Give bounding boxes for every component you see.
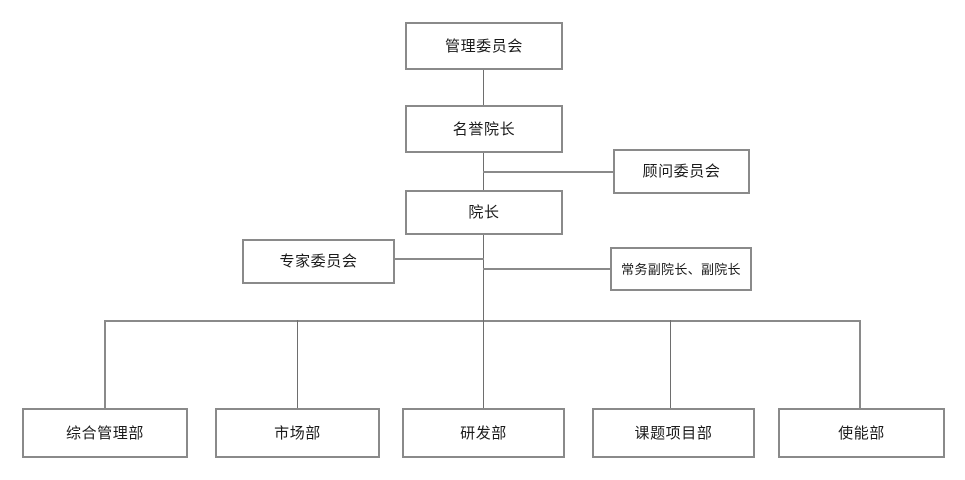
- connector-expert-to-spine: [395, 258, 484, 260]
- node-advisory-committee[interactable]: 顾问委员会: [613, 149, 750, 194]
- node-expert-committee[interactable]: 专家委员会: [242, 239, 395, 284]
- node-label: 市场部: [274, 424, 321, 442]
- connector-president-to-bus: [483, 235, 484, 322]
- node-management-committee[interactable]: 管理委员会: [405, 22, 563, 70]
- connector-spine-to-vice-presidents: [483, 268, 610, 270]
- node-label: 课题项目部: [634, 424, 713, 442]
- connector-drop-marketing: [297, 320, 298, 408]
- node-label: 顾问委员会: [642, 163, 721, 180]
- node-president[interactable]: 院长: [405, 190, 563, 235]
- node-department-research-dev[interactable]: 研发部: [402, 408, 565, 458]
- node-department-general-management[interactable]: 综合管理部: [22, 408, 188, 458]
- node-department-project-topics[interactable]: 课题项目部: [592, 408, 755, 458]
- connector-management-to-honorary: [483, 70, 484, 105]
- connector-drop-project-topics: [670, 320, 671, 408]
- connector-spine-to-advisory: [483, 171, 613, 173]
- node-department-enablement[interactable]: 使能部: [778, 408, 945, 458]
- node-label: 专家委员会: [279, 253, 358, 270]
- node-label: 研发部: [460, 424, 507, 442]
- connector-department-bus: [104, 320, 861, 322]
- node-vice-presidents[interactable]: 常务副院长、副院长: [610, 247, 752, 291]
- node-label: 院长: [468, 204, 500, 221]
- connector-drop-general-management: [104, 320, 106, 408]
- node-label: 使能部: [838, 424, 885, 442]
- connector-drop-enablement: [859, 320, 861, 408]
- node-label: 管理委员会: [444, 37, 523, 55]
- node-honorary-president[interactable]: 名誉院长: [405, 105, 563, 153]
- node-label: 综合管理部: [65, 424, 144, 442]
- node-label: 常务副院长、副院长: [621, 261, 741, 277]
- connector-drop-research-dev: [483, 320, 484, 408]
- node-label: 名誉院长: [452, 120, 516, 138]
- node-department-marketing[interactable]: 市场部: [215, 408, 380, 458]
